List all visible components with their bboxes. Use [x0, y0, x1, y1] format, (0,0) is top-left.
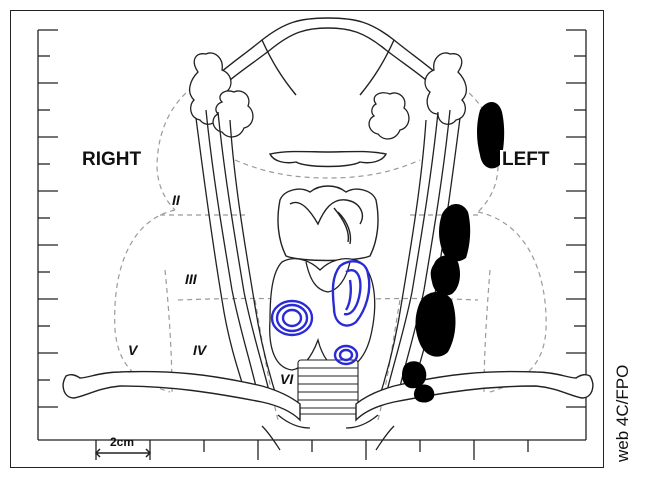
level-vi-label: VI	[280, 372, 293, 386]
fpo-watermark: web 4C/FPO	[614, 365, 631, 462]
level-iii-label: III	[185, 272, 197, 286]
left-side-label: LEFT	[500, 150, 552, 169]
hyoid-bone	[270, 152, 386, 167]
level-iv-label: IV	[193, 343, 206, 357]
mandible	[200, 18, 456, 96]
scale-bar-label: 2cm	[110, 436, 134, 448]
trachea	[298, 360, 358, 414]
larynx	[278, 186, 378, 261]
lymph-node-annotations	[402, 102, 504, 403]
left-ruler-ticks	[38, 30, 58, 440]
level-ii-label: II	[172, 193, 180, 207]
submandibular-glands	[190, 53, 467, 139]
level-v-label: V	[128, 343, 137, 357]
sternum	[262, 415, 394, 450]
right-side-label: RIGHT	[80, 150, 143, 169]
scale-bar	[96, 449, 150, 457]
